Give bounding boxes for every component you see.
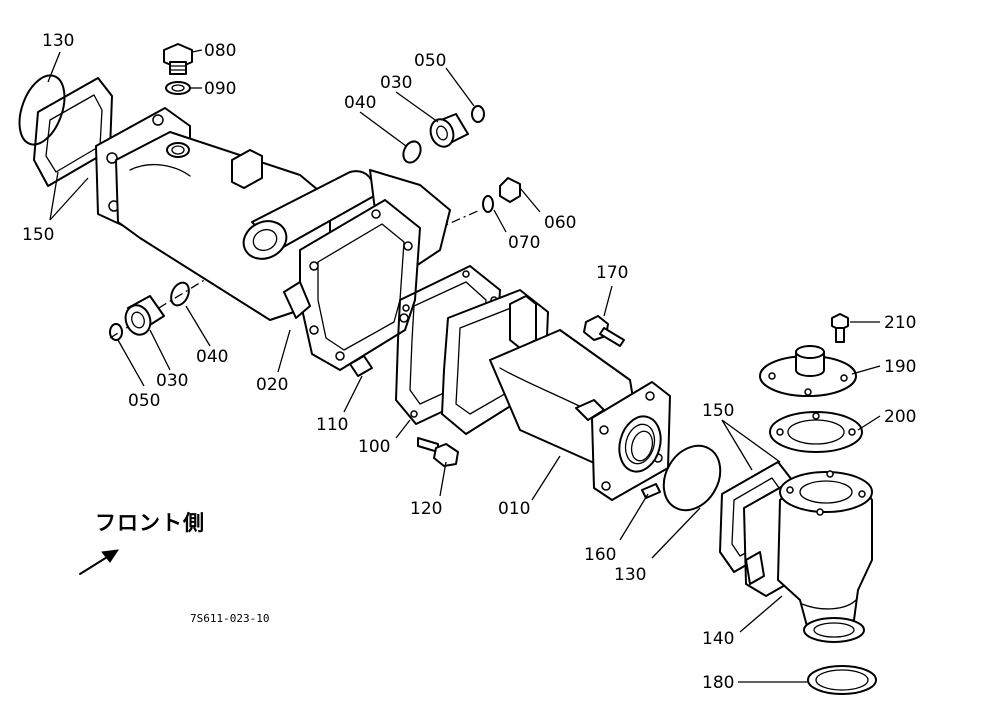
label-150-left: 150 <box>22 225 54 245</box>
washer-090 <box>165 81 191 95</box>
label-100: 100 <box>358 437 390 457</box>
drawing-number: 7S611-023-10 <box>190 612 270 625</box>
label-030-lower: 030 <box>156 371 188 391</box>
housing-140 <box>743 470 873 643</box>
label-060: 060 <box>544 213 576 233</box>
o-ring-040-lower <box>170 281 190 307</box>
bushing-030-lower <box>124 295 165 336</box>
label-040-lower: 040 <box>196 347 228 367</box>
bolt-210 <box>831 313 849 343</box>
o-ring-040-upper <box>402 140 422 164</box>
label-050-lower: 050 <box>128 391 160 411</box>
o-ring-050-lower <box>109 323 123 341</box>
front-side-label: フロント側 <box>95 511 205 535</box>
label-180: 180 <box>702 673 734 693</box>
housing-020 <box>95 107 451 371</box>
o-ring-130-right <box>662 444 722 512</box>
label-150-right: 150 <box>702 401 734 421</box>
bolt-170 <box>583 315 625 347</box>
label-190: 190 <box>884 357 916 377</box>
cover-190 <box>759 345 857 397</box>
label-210: 210 <box>884 313 916 333</box>
part-number-labels: 130 080 090 050 030 040 060 070 150 040 … <box>22 31 916 693</box>
o-ring-050-upper <box>471 105 485 123</box>
label-170: 170 <box>596 263 628 283</box>
seal-180 <box>807 665 877 695</box>
bushing-030-upper <box>429 113 469 148</box>
gasket-200 <box>769 411 863 453</box>
pin-110 <box>349 355 373 377</box>
bolt-120 <box>417 437 459 467</box>
label-140: 140 <box>702 629 734 649</box>
leader-lines <box>47 49 881 683</box>
label-050-upper: 050 <box>414 51 446 71</box>
pin-160 <box>641 483 661 499</box>
label-130-right: 130 <box>614 565 646 585</box>
label-070: 070 <box>508 233 540 253</box>
o-ring-130-left <box>18 74 66 146</box>
washer-070 <box>482 195 494 213</box>
label-200: 200 <box>884 407 916 427</box>
label-160: 160 <box>584 545 616 565</box>
plug-060 <box>499 177 521 203</box>
case-010 <box>441 289 671 501</box>
label-090: 090 <box>204 79 236 99</box>
label-040-upper: 040 <box>344 93 376 113</box>
label-120: 120 <box>410 499 442 519</box>
label-080: 080 <box>204 41 236 61</box>
label-020: 020 <box>256 375 288 395</box>
label-110: 110 <box>316 415 348 435</box>
label-010: 010 <box>498 499 530 519</box>
front-direction-arrow-icon <box>79 549 120 575</box>
label-130-left: 130 <box>42 31 74 51</box>
plug-080 <box>163 43 193 75</box>
label-030-upper: 030 <box>380 73 412 93</box>
